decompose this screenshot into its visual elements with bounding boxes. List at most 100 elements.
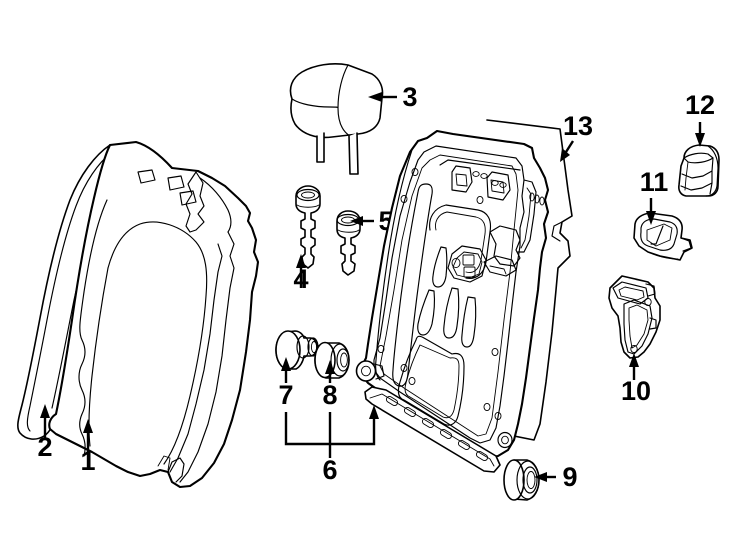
callout-2-arrowhead: [40, 404, 50, 418]
hinge-bracket-notch: [649, 317, 657, 330]
seat-back-slot-1: [137, 169, 156, 184]
frame-hole-mid-2: [491, 347, 499, 357]
headrest-body: [289, 63, 384, 139]
frame-top-notch-right: [486, 171, 511, 201]
guide-sleeve-long-bore: [301, 191, 315, 199]
hinge-bracket-tab: [645, 283, 656, 297]
frame-inner-recess-2: [379, 154, 519, 437]
seat-back-bottom-notch: [167, 457, 185, 483]
latch-bezel-aperture: [646, 223, 673, 247]
frame-hole-top-2: [480, 173, 488, 179]
callout-13-label: 13: [563, 111, 593, 141]
callout-13[interactable]: 13: [560, 111, 593, 162]
frame-badge-inner: [452, 251, 483, 279]
frame-hole-mid-3: [483, 402, 491, 412]
part-pivot-bushing-large[interactable]: [275, 330, 319, 370]
frame-inner-recess: [373, 145, 525, 444]
hinge-bracket-top-plate-inner: [618, 286, 645, 301]
part-guide-sleeve-long[interactable]: [295, 185, 321, 269]
frame-hole-left-2: [400, 194, 408, 204]
frame-bottom-pivot-eye: [497, 431, 513, 449]
latch-bezel-fin: [650, 225, 664, 245]
part-headrest[interactable]: [289, 63, 384, 175]
frame-hole-top-4: [499, 182, 507, 188]
callout-9[interactable]: 9: [534, 462, 578, 492]
part-seat-back-assembly[interactable]: [17, 140, 260, 489]
frame-pivot-boss: [355, 360, 377, 382]
seat-back-bottom-notch-inner: [157, 455, 171, 471]
frame-hole-right-3: [539, 196, 545, 206]
callout-11[interactable]: 11: [640, 167, 669, 225]
frame-hole-left-4: [400, 363, 408, 373]
frame-left-rib-long: [392, 183, 433, 387]
frame-badge-outline: [447, 245, 487, 283]
seat-back-cover-outline: [48, 140, 260, 489]
callout-10[interactable]: 10: [621, 353, 651, 406]
frame-slot-rib-2: [417, 289, 435, 336]
callout-1-arrowhead: [83, 419, 93, 433]
frame-hole-left-5: [408, 376, 416, 386]
frame-rail-slot-4: [439, 429, 453, 439]
guide-sleeve-short-body: [336, 210, 361, 276]
seat-back-center-panel: [107, 221, 208, 465]
callout-7[interactable]: 7: [278, 357, 294, 410]
callout-2[interactable]: 2: [37, 404, 53, 462]
guide-sleeve-long-top-ring: [296, 188, 320, 202]
callout-8-label: 8: [322, 380, 337, 410]
callout-9-label: 9: [562, 462, 577, 492]
latch-bezel-tab: [680, 237, 692, 252]
end-cap-bore: [526, 471, 536, 489]
frame-slot-rib-3: [443, 287, 460, 339]
hinge-bracket-hole-lower: [630, 344, 638, 354]
end-cap-bore-outer: [522, 466, 538, 494]
latch-bezel-bottom-lip: [647, 251, 679, 260]
callout-6[interactable]: 6: [284, 405, 379, 485]
frame-badge-square-1: [462, 254, 475, 266]
part-latch-bezel-trim[interactable]: [633, 212, 693, 261]
frame-top-notch-left-inner: [455, 173, 468, 187]
frame-bottom-pivot-bore: [501, 435, 509, 445]
frame-top-notch-right-inner: [490, 179, 505, 194]
frame-hole-left-1: [411, 167, 419, 177]
headrest-post-right: [348, 132, 359, 175]
seat-back-slot-3: [179, 190, 197, 206]
pivot-bushing-large-bore: [310, 341, 318, 353]
frame-top-flange: [439, 159, 521, 171]
part-latch-striker-cover[interactable]: [678, 144, 720, 197]
callout-8[interactable]: 8: [322, 360, 338, 410]
frame-hole-left-3: [377, 344, 385, 354]
callout-3[interactable]: 3: [368, 82, 418, 112]
callout-5-arrowhead: [350, 216, 363, 226]
part-seat-back-frame-panel[interactable]: [355, 119, 573, 473]
frame-hole-right-2: [534, 194, 540, 204]
callout-7-label: 7: [278, 380, 293, 410]
callout-11-arrowhead: [646, 211, 656, 225]
callout-3-arrowhead: [368, 92, 382, 102]
latch-bezel-body: [633, 212, 693, 261]
callout-12-label: 12: [685, 90, 715, 120]
part-end-cap-grommet[interactable]: [503, 459, 540, 501]
frame-hole-mid-4: [494, 411, 502, 421]
frame-right-rail-inner: [520, 187, 532, 249]
seat-back-side-panel-edge: [179, 231, 235, 483]
pivot-bushing-small-bore: [340, 352, 348, 368]
seat-back-pad-inner-edge: [26, 151, 113, 432]
frame-hole-top-1: [472, 171, 480, 177]
frame-rail-slot-2: [403, 407, 417, 417]
callout-2-label: 2: [37, 432, 52, 462]
callout-8-arrowhead: [325, 360, 335, 374]
guide-sleeve-short-collar: [337, 229, 360, 233]
callout-4-arrowhead: [296, 254, 306, 268]
frame-bottom-rail: [364, 386, 501, 473]
frame-pivot-boss-flange: [373, 363, 385, 380]
callout-12[interactable]: 12: [685, 90, 715, 147]
part-pivot-bushing-small[interactable]: [314, 341, 350, 379]
frame-rib-hook-upper-2: [435, 211, 486, 273]
striker-cover-body: [678, 144, 720, 197]
frame-right-rail: [517, 179, 537, 253]
callout-4[interactable]: 4: [293, 254, 309, 294]
frame-striker-tongue: [483, 255, 517, 277]
callout-1[interactable]: 1: [80, 419, 96, 476]
callout-3-label: 3: [402, 82, 417, 112]
part-hinge-bracket[interactable]: [608, 275, 661, 359]
